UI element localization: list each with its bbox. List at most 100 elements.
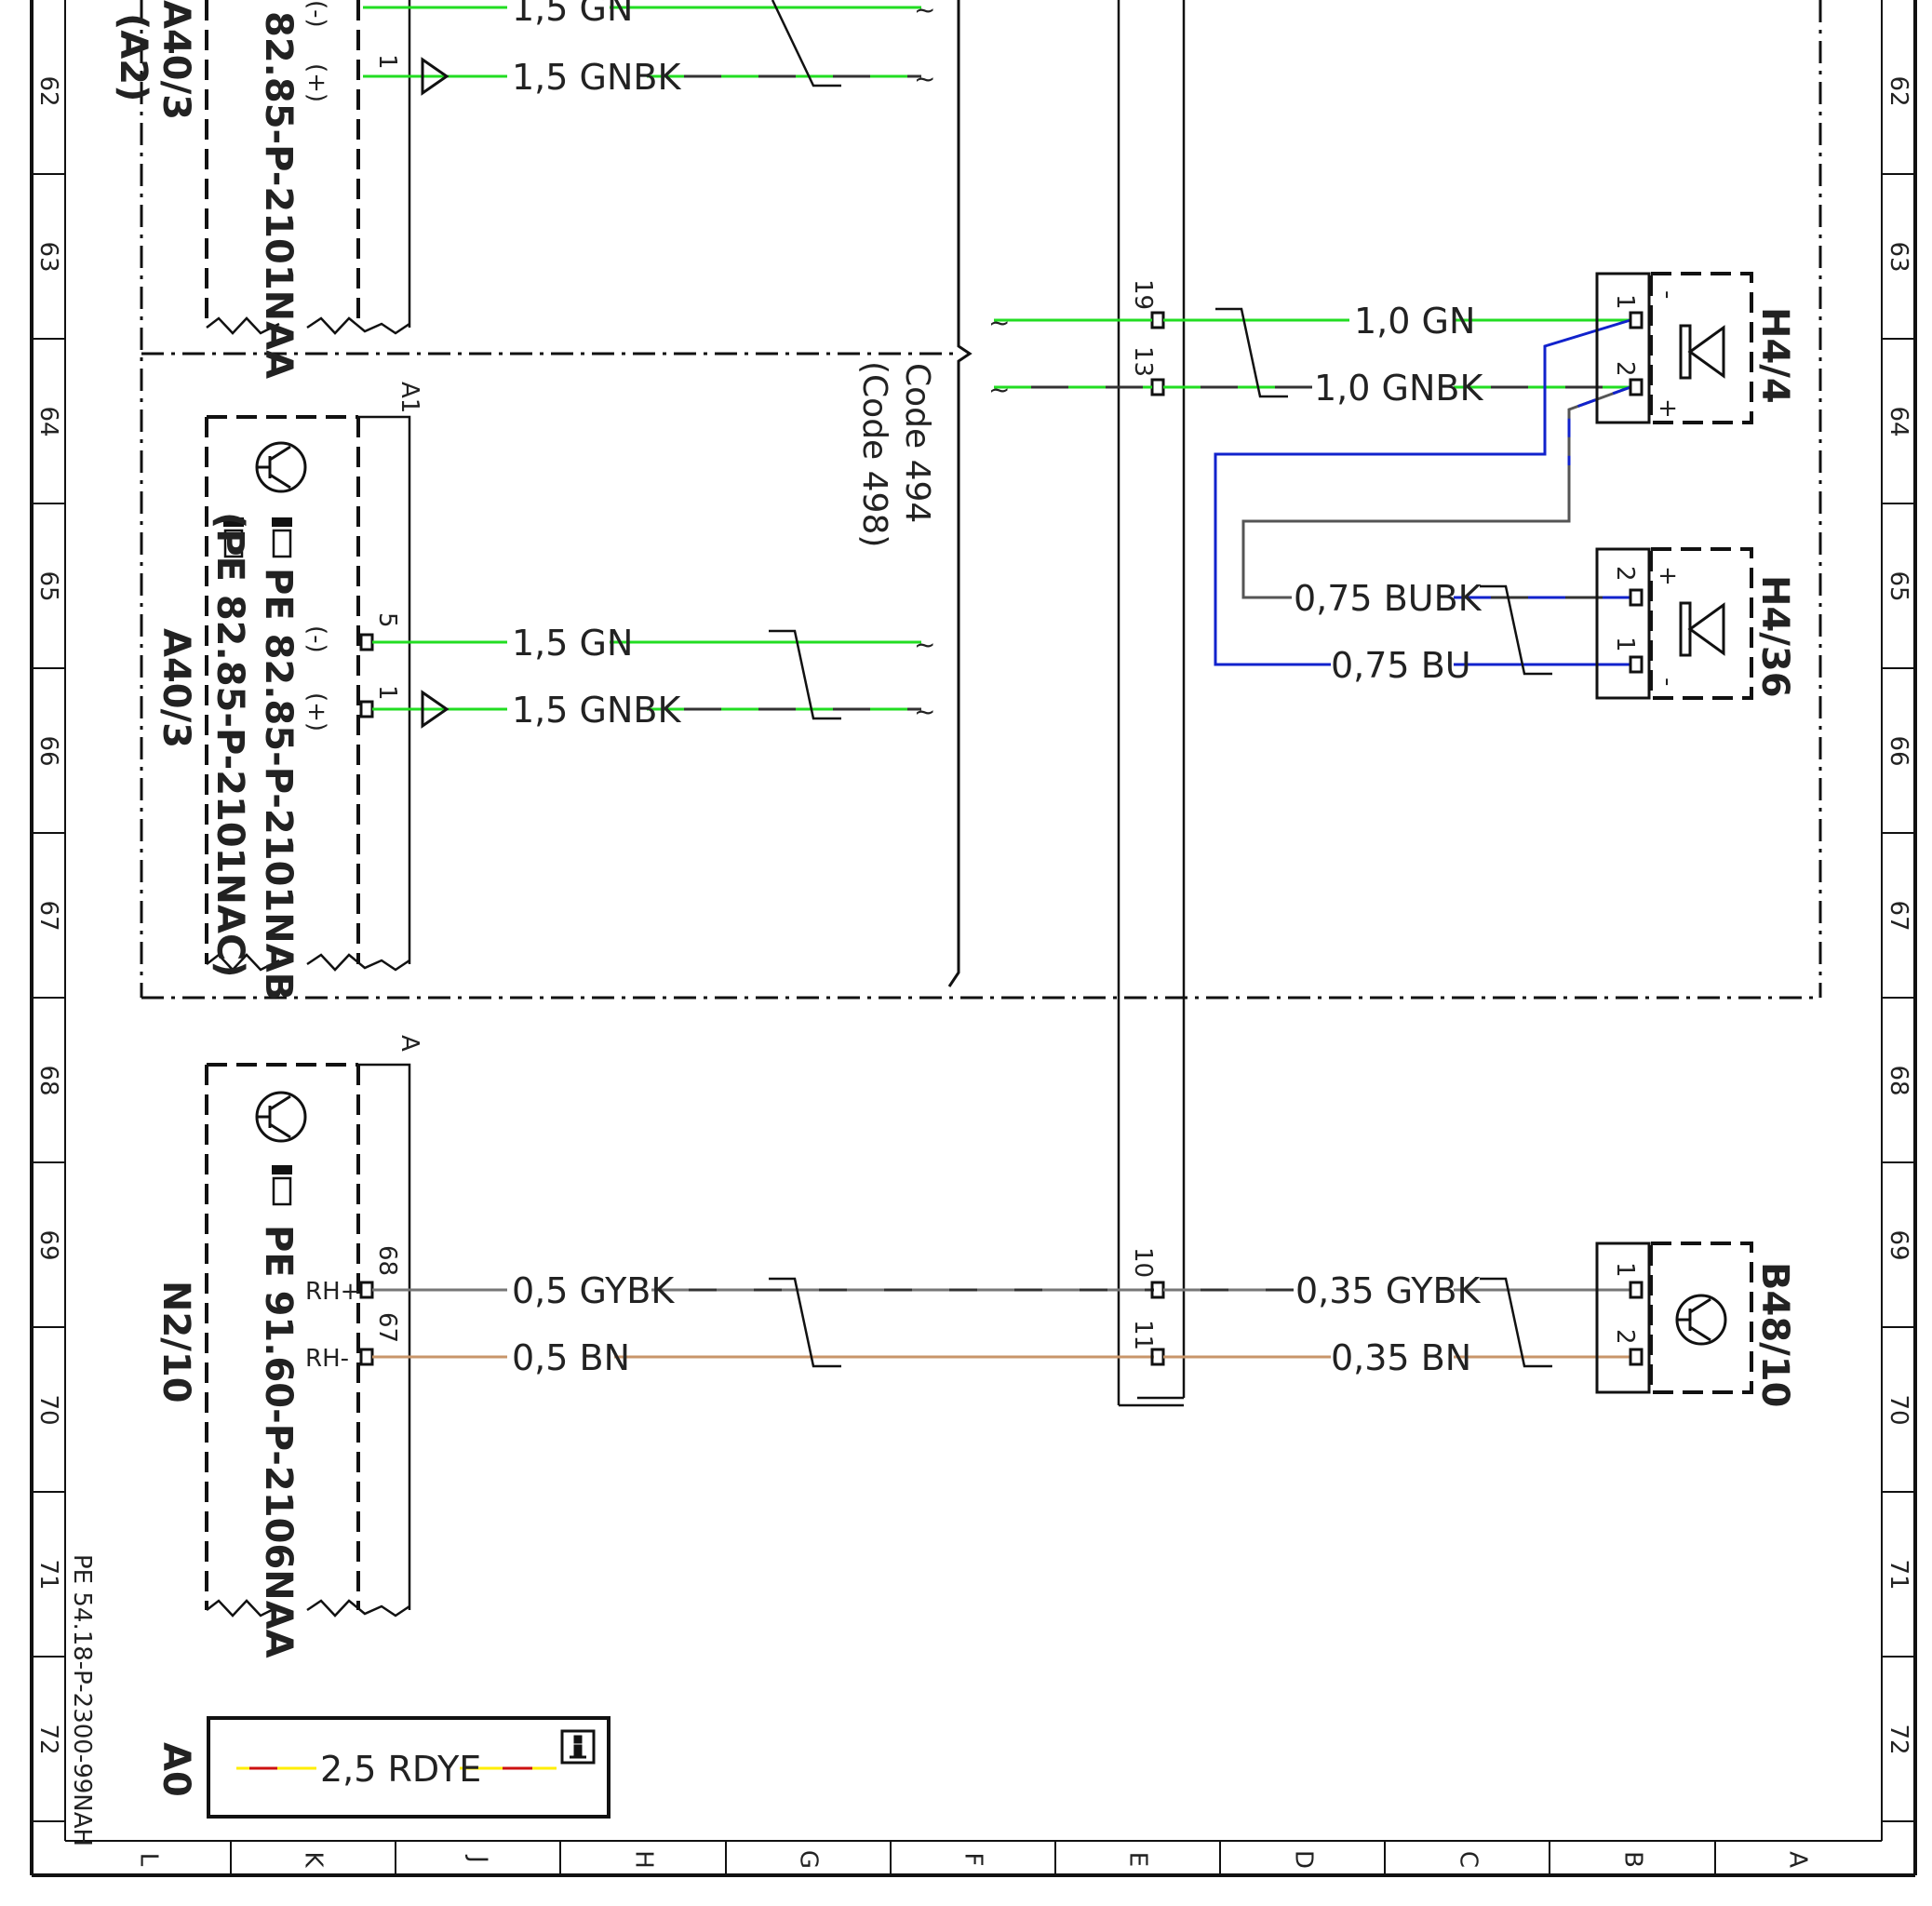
pin-plus-top: (+)	[302, 63, 330, 102]
a0-id: A0	[154, 1742, 197, 1797]
h4-4-sign-plus: +	[1654, 398, 1682, 419]
row-label: 63	[34, 241, 62, 272]
n2-10-connector	[206, 1063, 411, 1617]
a0-legend-box	[207, 1716, 610, 1819]
h4-36-sign-plus: +	[1654, 566, 1682, 586]
wire-label-a0-rdye: 2,5 RDYE	[320, 1749, 481, 1790]
pin-67: 67	[373, 1312, 401, 1343]
hand-icon	[272, 1165, 292, 1206]
row-label: 69	[1885, 1229, 1912, 1260]
pin-11: 11	[1129, 1320, 1157, 1350]
a40-3-mid-ref1: PE 82.85-P-2101NAB	[257, 568, 300, 1000]
column-label: F	[959, 1853, 987, 1867]
transistor-icon	[255, 1091, 307, 1143]
wire-label-mid-gnbk: 1,5 GNBK	[512, 690, 681, 731]
h4-4-speaker	[1595, 272, 1753, 424]
code-label-494: Code 494	[898, 363, 936, 523]
n2-10-housing	[205, 1063, 360, 1610]
a40-3-mid-ref2: (PE 82.85-P-2101NAC)	[208, 512, 251, 978]
h4-36-pin-2: 2	[1611, 566, 1639, 582]
row-label: 72	[1885, 1724, 1912, 1754]
wire-label-b48-bn: 0,35 BN	[1331, 1337, 1471, 1378]
column-label: C	[1455, 1851, 1483, 1868]
row-label: 66	[1885, 735, 1912, 766]
h4-4-pin-1: 1	[1611, 294, 1639, 310]
wire-bubk-bridge	[1241, 385, 1631, 599]
row-label: 67	[34, 900, 62, 931]
column-label: H	[630, 1850, 658, 1869]
h4-4-sign-minus: -	[1654, 290, 1682, 299]
h4-36-pin-1: 1	[1611, 637, 1639, 652]
a40-3-top-housing	[205, 0, 360, 328]
pin-plus-mid: (+)	[302, 692, 330, 732]
pin-1-mid: 1	[373, 685, 401, 701]
info-icon[interactable]	[560, 1729, 596, 1765]
code-label-498: (Code 498)	[855, 361, 893, 547]
pin-rh-plus: RH+	[305, 1278, 360, 1306]
pin-68: 68	[373, 1245, 401, 1276]
cut-mark: ~	[914, 696, 935, 727]
h4-4-pin-2: 2	[1611, 361, 1639, 377]
b48-10-id: B48/10	[1753, 1262, 1796, 1407]
column-label: J	[464, 1854, 492, 1863]
row-label: 64	[1885, 406, 1912, 436]
column-label: K	[300, 1851, 328, 1868]
row-labels-right: 62 63 64 65 66 67 68 69 70 71 72	[1885, 75, 1912, 1754]
pin-13: 13	[1129, 346, 1157, 377]
cable-twist-mid	[769, 629, 841, 720]
wire-label-n2-gybk: 0,5 GYBK	[512, 1270, 675, 1311]
row-label: 72	[34, 1724, 62, 1754]
diode-symbol-top	[421, 57, 449, 96]
wire-label-h436-bubk: 0,75 BUBK	[1294, 578, 1483, 619]
footer-reference: PE 54.18-P-2300-99NAH	[68, 1554, 96, 1846]
cable-twist-top	[771, 0, 841, 87]
drawing-frame	[30, 0, 1917, 1877]
cable-twist-h436	[1480, 584, 1552, 676]
a40-3-top-ref: 82.85-P-2101NAA	[257, 11, 300, 379]
diode-symbol-mid	[421, 690, 449, 729]
pin-terminals-n2	[359, 1281, 374, 1366]
pin-1-top: 1	[373, 54, 401, 70]
n2-10-ref: PE 91.60-P-2106NAA	[257, 1225, 300, 1658]
pin-minus-top: (-)	[302, 0, 330, 28]
wire-label-mid-gn: 1,5 GN	[512, 623, 633, 664]
cut-mark: ~	[914, 0, 935, 25]
h4-36-sign-minus: -	[1654, 678, 1682, 686]
cut-mark: ~	[914, 63, 935, 94]
cut-mark: ~	[988, 374, 1010, 405]
a40-3-top-id: A40/3	[154, 0, 197, 120]
a40-3-mid-connector-label: A1	[396, 382, 423, 413]
pin-rh-minus: RH-	[305, 1345, 349, 1373]
row-label: 70	[34, 1394, 62, 1425]
b48-10-pin-1: 1	[1611, 1262, 1639, 1278]
column-label: L	[135, 1853, 163, 1867]
h4-36-id: H4/36	[1753, 575, 1796, 698]
wire-label-b48-gybk: 0,35 GYBK	[1295, 1270, 1482, 1311]
row-label: 65	[1885, 570, 1912, 601]
harness-bundle	[1117, 0, 1186, 1407]
b48-10-sensor	[1595, 1242, 1753, 1394]
cable-twist-n2	[769, 1277, 841, 1368]
row-ticks	[32, 173, 1915, 1822]
pin-10: 10	[1129, 1247, 1157, 1278]
transistor-icon	[1675, 1294, 1727, 1346]
row-label: 68	[34, 1065, 62, 1095]
row-label: 62	[1885, 75, 1912, 106]
wire-label-h44-gnbk: 1,0 GNBK	[1314, 368, 1483, 409]
cable-twist-b48	[1480, 1277, 1552, 1368]
vehicle-boundary	[140, 0, 1822, 1000]
column-label: A	[1784, 1851, 1812, 1868]
row-label: 63	[1885, 241, 1912, 272]
row-label: 62	[34, 75, 62, 106]
row-label: 69	[34, 1229, 62, 1260]
column-label: E	[1124, 1852, 1152, 1867]
row-label: 68	[1885, 1065, 1912, 1095]
row-label: 67	[1885, 900, 1912, 931]
a40-3-mid-housing	[205, 415, 360, 964]
column-label: G	[795, 1850, 823, 1869]
pin-5-mid: 5	[373, 612, 401, 628]
row-label: 64	[34, 406, 62, 436]
row-label: 71	[1885, 1559, 1912, 1590]
row-label: 65	[34, 570, 62, 601]
